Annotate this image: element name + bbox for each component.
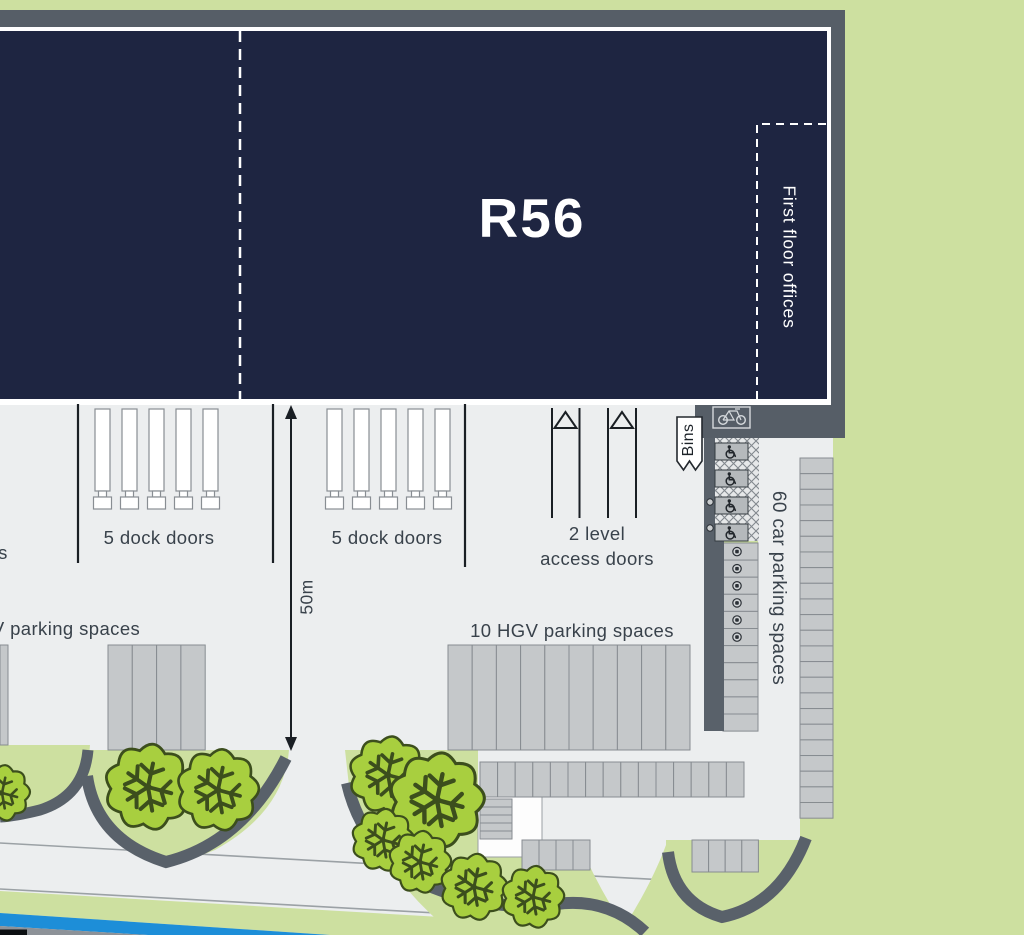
- hgv-parking-bays: [107, 644, 691, 751]
- dimension-label: 50m: [296, 579, 317, 615]
- bollard-icon: [706, 524, 714, 532]
- ev-charger-icon: [732, 546, 742, 557]
- green-top-strip: [0, 0, 1024, 10]
- hgv-label-left-partial: V parking spaces: [0, 618, 141, 639]
- car-parking-pocket-a: [521, 839, 591, 871]
- dimension-arrow-50m: [285, 405, 297, 751]
- building-footprint: [0, 31, 827, 399]
- level-access-triangle: [552, 410, 579, 429]
- cycleway: [0, 913, 330, 935]
- car-parking-left-column: [722, 542, 759, 732]
- bins-label: Bins: [680, 423, 697, 457]
- offices-dashed-outline: [756, 123, 828, 399]
- bicycle-icon: [712, 406, 751, 429]
- bins-tag: [676, 416, 703, 472]
- ev-charger-icon: [732, 580, 742, 591]
- car-parking-right-column: [799, 457, 834, 819]
- footway-wedge: [0, 926, 148, 935]
- tree-icon: [177, 748, 261, 832]
- bay-separator-lines: [76, 404, 467, 567]
- trees: [0, 735, 566, 929]
- hgv-label-right: 10 HGV parking spaces: [470, 620, 674, 641]
- dock-doors: [92, 408, 453, 510]
- level-access-label-line1: 2 level: [568, 523, 626, 544]
- hgv-bay-sliver: [0, 644, 9, 746]
- tree-icon: [501, 864, 566, 929]
- wheelchair-icon: [725, 499, 737, 513]
- ev-charger-icon: [732, 563, 742, 574]
- tree-icon: [388, 829, 453, 894]
- unit-label: R56: [478, 187, 586, 249]
- dock-doors-label-2: 5 dock doors: [331, 527, 443, 548]
- roof-band-top: [0, 10, 845, 27]
- ev-charger-icon: [732, 632, 742, 642]
- tree-icon: [389, 751, 486, 848]
- car-parking-strip: [479, 761, 745, 798]
- cutoff-label: s: [0, 542, 8, 563]
- level-access-triangle: [609, 410, 635, 429]
- level-access-doors: [551, 408, 637, 518]
- building-r56: [0, 10, 845, 438]
- offices-label: First floor offices: [779, 185, 800, 329]
- bollard-icon: [706, 498, 714, 506]
- corner-detail: [0, 929, 27, 935]
- roof-band-right: [831, 10, 845, 438]
- car-parking-pocket-b: [691, 839, 759, 873]
- accessible-parking-bays: [714, 442, 749, 542]
- wheelchair-icon: [725, 472, 737, 486]
- dock-doors-label-1: 5 dock doors: [103, 527, 215, 548]
- level-access-label-line2: access doors: [540, 548, 654, 569]
- roof-band-bottom-right: [695, 403, 845, 438]
- wheelchair-icon: [725, 445, 737, 459]
- ev-charger-icon: [732, 615, 742, 625]
- car-parking-label: 60 car parking spaces: [768, 490, 789, 686]
- tree-icon: [440, 852, 509, 921]
- ev-charger-icon: [732, 598, 742, 608]
- tree-icon: [0, 764, 32, 822]
- tree-icon: [105, 742, 193, 831]
- wheelchair-icon: [725, 526, 737, 540]
